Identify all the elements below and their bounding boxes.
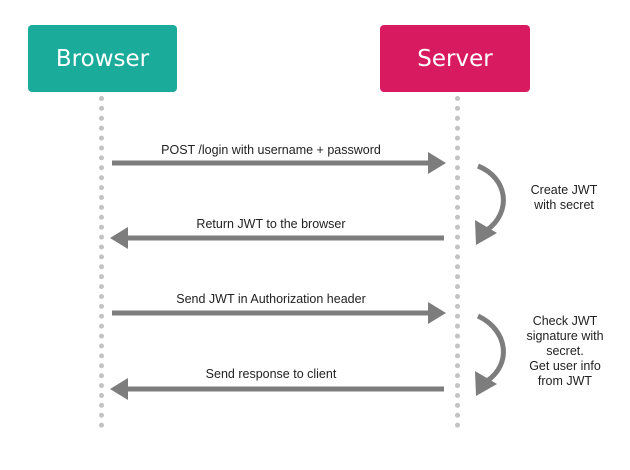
- note-line: from JWT: [537, 374, 593, 388]
- note-line: Check JWT: [532, 314, 598, 328]
- server-lifeline: [455, 96, 460, 428]
- process-note-2: Check JWT signature with secret. Get use…: [510, 314, 620, 389]
- note-line: Create JWT: [530, 183, 598, 197]
- message-arrow-3: [112, 302, 446, 324]
- note-line: secret.: [546, 344, 584, 358]
- message-label-4: Send response to client: [205, 367, 337, 381]
- message-arrow-2: [110, 227, 444, 249]
- browser-participant-label: Browser: [55, 45, 150, 72]
- browser-participant-box: Browser: [28, 25, 177, 92]
- server-participant-label: Server: [417, 45, 493, 72]
- message-arrow-1: [112, 152, 446, 174]
- message-arrow-4: [110, 378, 444, 400]
- message-label-1: POST /login with username + password: [161, 143, 381, 157]
- note-line: signature with: [526, 329, 604, 343]
- browser-lifeline: [99, 96, 104, 428]
- server-participant-box: Server: [380, 25, 530, 92]
- message-label-3: Send JWT in Authorization header: [176, 292, 366, 306]
- note-line: Get user info: [529, 359, 601, 373]
- message-label-2: Return JWT to the browser: [196, 217, 346, 231]
- note-line: with secret: [534, 198, 594, 212]
- process-note-1: Create JWT with secret: [514, 183, 614, 213]
- self-process-arrow-2: [475, 313, 506, 396]
- self-process-arrow-1: [475, 163, 506, 245]
